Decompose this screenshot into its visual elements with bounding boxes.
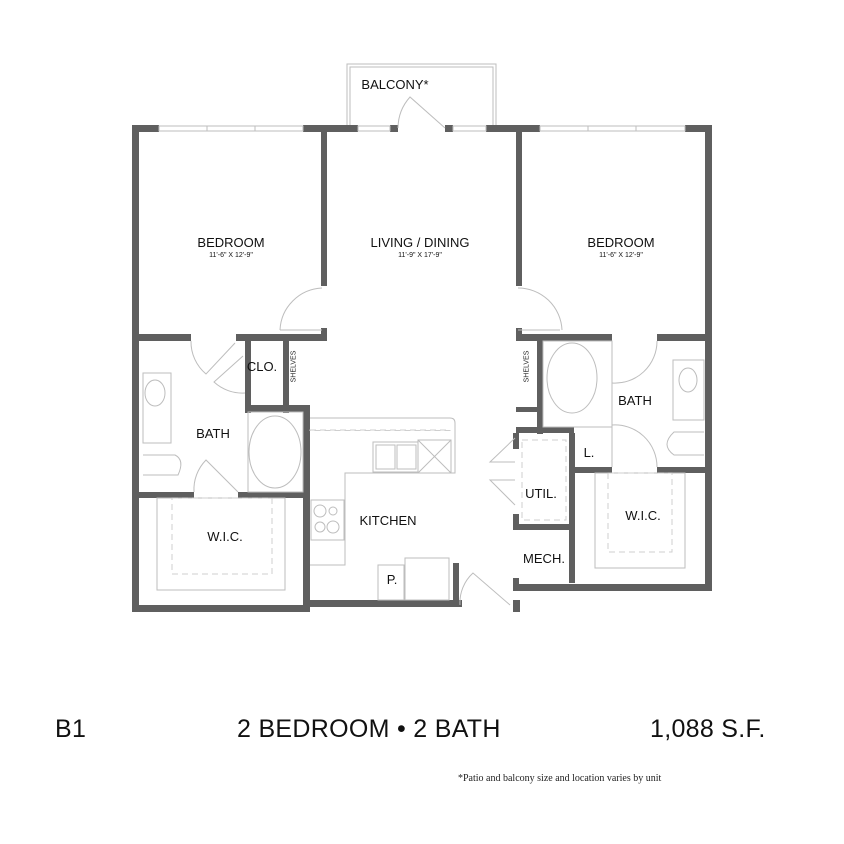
linen-label: L. — [583, 445, 595, 460]
unit-area: 1,088 S.F. — [650, 715, 766, 743]
bedroom-right-label: BEDROOM 11'-6" X 12'-9" — [587, 235, 655, 259]
balcony-label: BALCONY* — [361, 77, 429, 92]
bedroom-left-label: BEDROOM 11'-6" X 12'-9" — [197, 235, 265, 259]
unit-code: B1 — [55, 715, 87, 743]
shelves-left-label: SHELVES — [290, 350, 298, 383]
closet-label: CLO. — [246, 359, 278, 374]
unit-type: 2 BEDROOM • 2 BATH — [237, 715, 501, 743]
wic-left-label: W.I.C. — [207, 529, 243, 544]
pantry-label: P. — [386, 572, 398, 587]
bath-right-label: BATH — [618, 393, 652, 408]
shelves-right-label: SHELVES — [523, 350, 531, 383]
mech-label: MECH. — [523, 551, 565, 566]
utility-label: UTIL. — [525, 486, 557, 501]
bath-left-label: BATH — [196, 426, 230, 441]
living-dining-label: LIVING / DINING 11'-9" X 17'-9" — [370, 235, 470, 259]
balcony-footnote: *Patio and balcony size and location var… — [458, 773, 662, 784]
balcony-outline — [346, 63, 497, 125]
wic-right-label: W.I.C. — [625, 508, 661, 523]
kitchen-label: KITCHEN — [359, 513, 417, 528]
